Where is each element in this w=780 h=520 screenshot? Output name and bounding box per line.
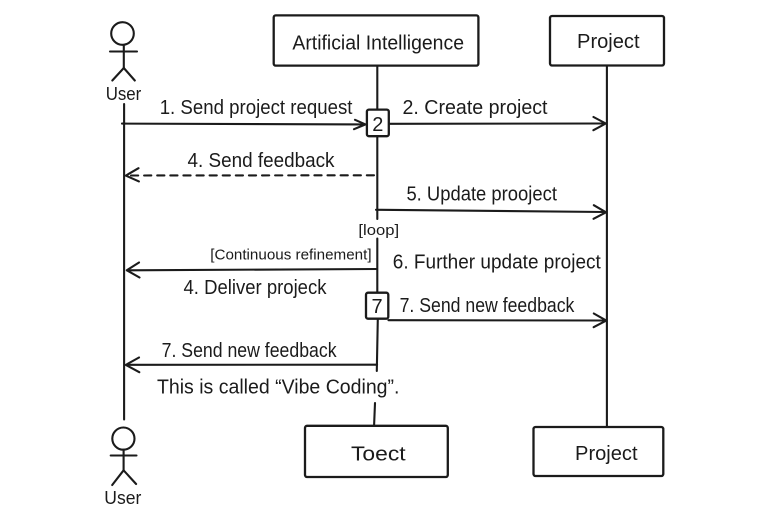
svg-text:This is called “Vibe Coding”.: This is called “Vibe Coding”. bbox=[157, 377, 400, 399]
svg-text:2: 2 bbox=[372, 114, 383, 136]
svg-text:7. Send new feedback: 7. Send new feedback bbox=[162, 340, 338, 362]
svg-text:Project: Project bbox=[575, 443, 638, 465]
svg-text:2. Create project: 2. Create project bbox=[403, 97, 548, 119]
svg-text:5. Update prooject: 5. Update prooject bbox=[406, 183, 557, 205]
svg-text:User: User bbox=[106, 84, 142, 104]
svg-text:7. Send new feedback: 7. Send new feedback bbox=[400, 295, 576, 317]
svg-text:7: 7 bbox=[371, 296, 382, 318]
svg-text:Project: Project bbox=[577, 31, 640, 53]
svg-text:[Continuous refinement]: [Continuous refinement] bbox=[210, 246, 371, 263]
svg-text:User: User bbox=[104, 488, 141, 508]
svg-text:Toect: Toect bbox=[351, 444, 406, 466]
svg-text:1. Send project request: 1. Send project request bbox=[160, 97, 353, 119]
svg-text:[loop]: [loop] bbox=[358, 222, 399, 239]
svg-text:6. Further update project: 6. Further update project bbox=[393, 251, 601, 273]
svg-text:Artificial Intelligence: Artificial Intelligence bbox=[292, 33, 464, 55]
svg-text:4. Deliver projeck: 4. Deliver projeck bbox=[184, 277, 328, 299]
svg-text:4. Send feedback: 4. Send feedback bbox=[188, 150, 336, 172]
